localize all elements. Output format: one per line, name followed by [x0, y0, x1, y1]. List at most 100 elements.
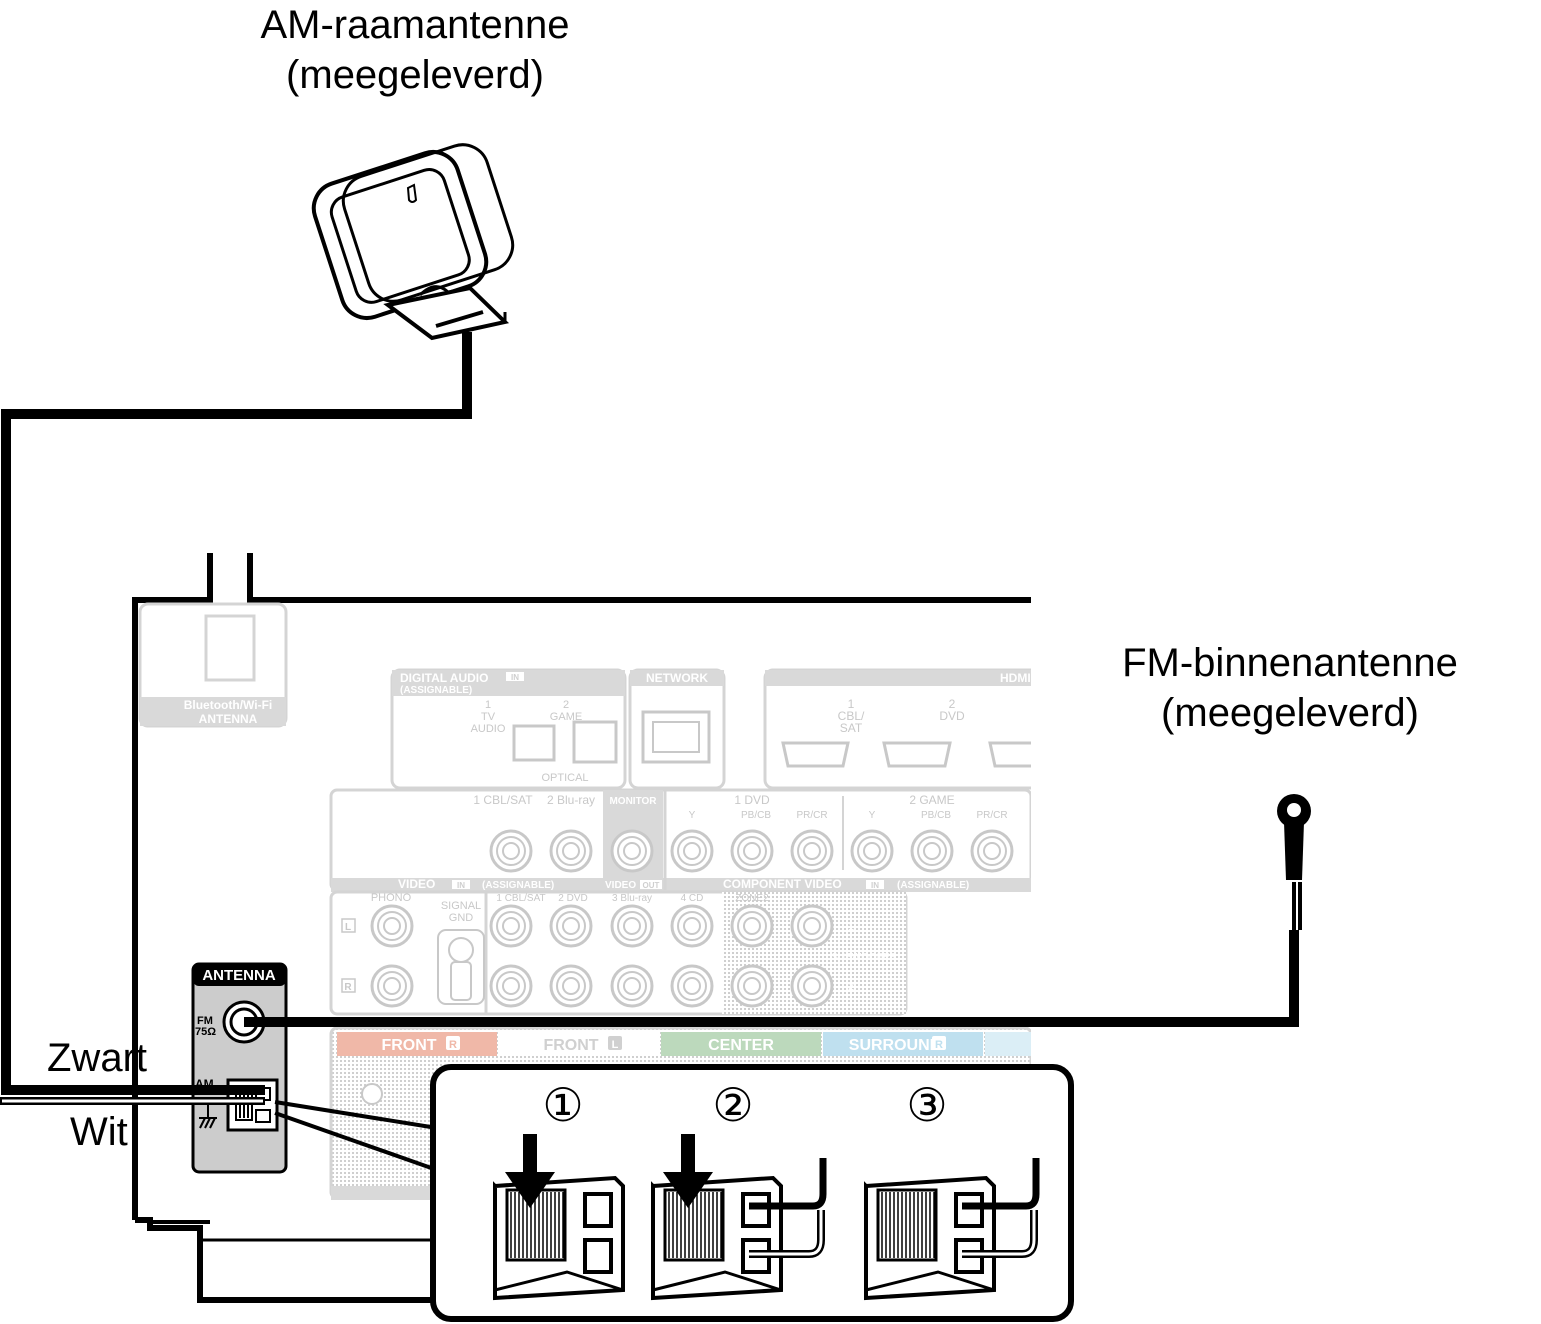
- speaker-tab-label: SU: [1054, 1037, 1076, 1054]
- speaker-tab-label: FRONT: [543, 1037, 598, 1054]
- zone2-label: ZONE2: [735, 893, 769, 904]
- optical-1-sub: AUDIO: [471, 723, 506, 735]
- digital-audio-block: DIGITAL AUDIO IN (ASSIGNABLE) 1 TV AUDIO…: [390, 668, 627, 790]
- hdmi-2-num: 2: [949, 697, 956, 711]
- sub-2-num: 2: [848, 981, 854, 993]
- video-component-row: MONITOR 1 CBL/SAT 2 Blu-ray 1 DVD 2 GAME…: [329, 788, 1031, 892]
- component-footer-in-badge: IN: [871, 881, 879, 890]
- step-1: ①: [493, 1078, 625, 1301]
- monitor-out-jack: [610, 829, 654, 873]
- antenna-terminal-panel: ANTENNA FM 75Ω AM: [191, 962, 288, 1174]
- fm-antenna-subtitle: (meegeleverd): [1161, 691, 1419, 735]
- analog-audio-row: PHONO SIGNAL GND 1 CBL/SAT 2 DVD 3 Blu-r…: [329, 890, 908, 1016]
- speaker-tab-label: SURROUND: [849, 1037, 941, 1054]
- comp2-pr: PR/CR: [976, 810, 1007, 821]
- hdmi-1-num: 1: [848, 697, 855, 711]
- speaker-tab-side: R: [935, 1039, 943, 1051]
- comp1-pb: PB/CB: [741, 810, 771, 821]
- digital-audio-label: DIGITAL AUDIO: [400, 671, 488, 685]
- channel-r: R: [344, 982, 352, 993]
- am-antenna-cable: [0, 332, 472, 1105]
- hdmi-block: HDMI 1 CBL/ SAT 2 DVD: [763, 668, 1031, 790]
- video-footer-in-badge: IN: [457, 881, 465, 890]
- fm-antenna-cable: [244, 882, 1302, 1027]
- bt-antenna-label-2: ANTENNA: [199, 712, 258, 726]
- speaker-tab-side: L: [612, 1039, 619, 1051]
- signal-gnd-label-2: GND: [449, 912, 474, 924]
- comp2-y: Y: [869, 810, 876, 821]
- step-number: ①: [542, 1078, 583, 1132]
- step-3: ③: [864, 1078, 1040, 1301]
- optical-label: OPTICAL: [541, 772, 588, 784]
- audio-in-4-label: 4 CD: [681, 893, 704, 904]
- hdmi-2-name: DVD: [939, 709, 965, 723]
- am-loop-antenna: [311, 143, 515, 341]
- audio-3-r-jack: [610, 964, 654, 1008]
- audio-3-l-jack: [610, 904, 654, 948]
- audio-1-l-jack: [489, 904, 533, 948]
- ground-symbol: [199, 1104, 217, 1129]
- component-group-1: 1 DVD: [734, 793, 770, 807]
- video-jack-2: [549, 829, 593, 873]
- component-2-pb-jack: [910, 829, 954, 873]
- audio-4-l-jack: [670, 904, 714, 948]
- subwoofer-1-jack: [790, 904, 834, 948]
- video-footer-assignable: (ASSIGNABLE): [482, 880, 554, 891]
- hdmi-1-name: CBL/: [838, 709, 865, 723]
- component-group-2: 2 GAME: [909, 793, 954, 807]
- zone2-1-jack: [730, 904, 774, 948]
- component-footer: COMPONENT VIDEO: [723, 877, 842, 891]
- am-terminal-clamp: [493, 1134, 625, 1301]
- fm-label: FM: [197, 1015, 213, 1027]
- hdmi-1-sub: SAT: [840, 721, 863, 735]
- audio-1-r-jack: [489, 964, 533, 1008]
- speaker-tab-label: FRONT: [381, 1037, 436, 1054]
- comp1-y: Y: [689, 810, 696, 821]
- speaker-tab-label: CENTER: [708, 1037, 774, 1054]
- comp2-pb: PB/CB: [921, 810, 951, 821]
- audio-4-r-jack: [670, 964, 714, 1008]
- component-2-y-jack: [850, 829, 894, 873]
- speaker-tab-5: SU: [985, 1032, 1076, 1056]
- component-1-y-jack: [670, 829, 714, 873]
- connection-steps: ① ② ③: [493, 1078, 1040, 1301]
- video-footer: VIDEO: [398, 877, 435, 891]
- fm-indoor-antenna: [1277, 794, 1311, 880]
- channel-l: L: [345, 922, 351, 933]
- speaker-tab-3: CENTER: [661, 1032, 821, 1056]
- antenna-header: ANTENNA: [202, 967, 275, 984]
- sub-1-num: 1: [848, 921, 854, 933]
- optical-2-name: GAME: [550, 711, 582, 723]
- am-terminal-clamp: [864, 1158, 1040, 1301]
- audio-in-3-label: 3 Blu-ray: [612, 893, 652, 904]
- step-2: ②: [651, 1078, 827, 1301]
- zone2-2-jack: [730, 964, 774, 1008]
- audio-in-1-label: 1 CBL/SAT: [496, 893, 545, 904]
- network-label: NETWORK: [646, 671, 708, 685]
- bluetooth-wifi-antenna: Bluetooth/Wi-Fi ANTENNA: [138, 553, 288, 728]
- step-number: ③: [906, 1078, 947, 1132]
- black-wire-label: Zwart: [47, 1036, 147, 1080]
- speaker-tab-2: FRONT L: [499, 1032, 659, 1056]
- fm-antenna-callout: FM-binnenantenne (meegeleverd): [1080, 638, 1500, 738]
- video-jacks: [489, 829, 1014, 873]
- signal-gnd-terminal: [437, 929, 485, 1005]
- subwoofer-label: SUBWOOFER: [831, 952, 897, 963]
- optical-1-num: 1: [485, 699, 491, 711]
- network-block: NETWORK: [628, 668, 726, 790]
- optical-2-num: 2: [563, 699, 569, 711]
- am-terminal-clamp: [651, 1134, 827, 1301]
- am-terminal-zoom-leaders: [274, 1100, 438, 1172]
- phono-l-jack: [370, 904, 414, 948]
- phono-label: PHONO: [371, 892, 412, 904]
- optical-1-name: TV: [481, 711, 496, 723]
- subwoofer-2-jack: [790, 964, 834, 1008]
- am-antenna-callout: AM-raamantenne (meegeleverd): [180, 0, 650, 100]
- phono-r-jack: [370, 964, 414, 1008]
- component-1-pr-jack: [790, 829, 834, 873]
- audio-in-2-label: 2 DVD: [558, 893, 587, 904]
- white-wire-label: Wit: [70, 1110, 128, 1154]
